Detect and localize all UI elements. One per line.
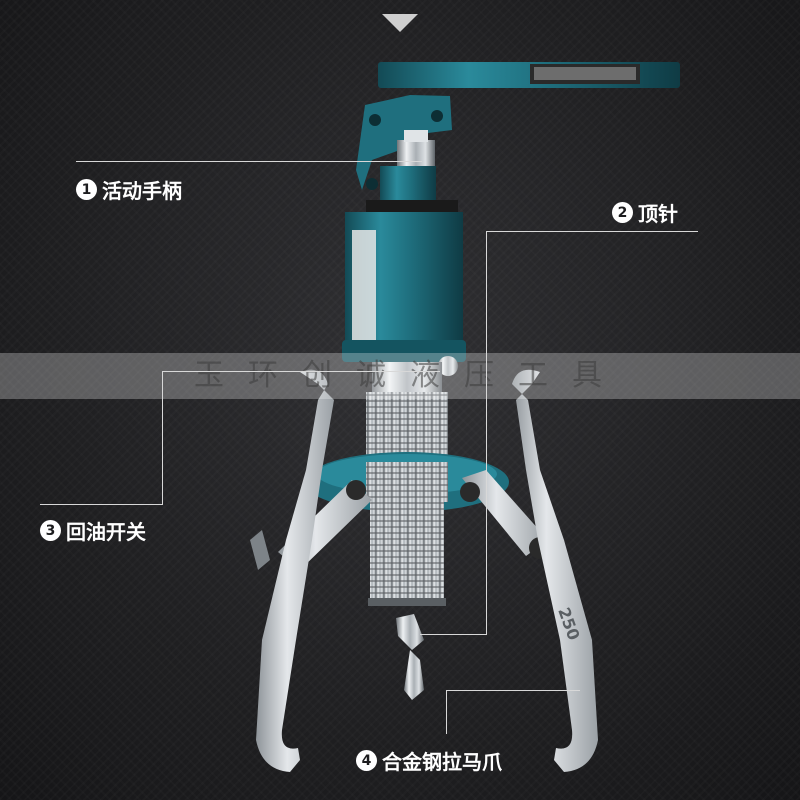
callout-label: 活动手柄: [102, 179, 182, 203]
leader-line-3-foot: [40, 504, 163, 505]
callout-label: 顶针: [638, 202, 678, 226]
callout-number: 3: [40, 520, 61, 541]
leader-line-2-horizontal: [486, 231, 698, 232]
callout-pin: 2 顶针: [612, 198, 678, 227]
callout-number: 1: [76, 179, 97, 200]
callout-number: 4: [356, 750, 377, 771]
right-link-arm: [462, 470, 548, 556]
pump-nut: [397, 140, 435, 166]
leader-line-4-vertical: [446, 690, 447, 734]
callout-jaws: 4 合金钢拉马爪: [356, 746, 502, 775]
leader-line-4-horizontal: [446, 690, 580, 691]
leader-line-1: [76, 161, 422, 162]
callout-release-valve: 3 回油开关: [40, 516, 146, 545]
leader-line-2-foot: [420, 634, 487, 635]
leader-line-2-vertical: [486, 231, 487, 635]
threaded-ram: [366, 392, 448, 462]
watermark: 玉环创诚液压工具: [194, 358, 626, 393]
release-valve: [438, 356, 458, 376]
left-jaw: [256, 369, 334, 772]
callout-number: 2: [612, 202, 633, 223]
callout-label: 合金钢拉马爪: [382, 750, 502, 774]
center-pin: [396, 614, 424, 650]
right-jaw: [512, 369, 598, 772]
spec-label: [352, 230, 376, 340]
callout-label: 回油开关: [66, 520, 146, 544]
leader-line-3-horizontal: [162, 371, 440, 372]
leader-line-3-vertical: [162, 371, 163, 505]
lower-spindle: [370, 500, 444, 606]
watermark-band: [0, 353, 800, 399]
callout-handle: 1 活动手柄: [76, 175, 182, 204]
pointer-triangle: [382, 14, 418, 32]
